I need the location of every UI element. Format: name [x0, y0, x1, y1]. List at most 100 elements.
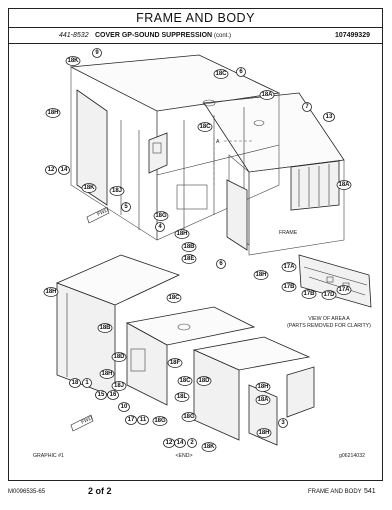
- callout-balloon: [58, 165, 70, 175]
- callout-5: 5: [121, 202, 131, 212]
- callout-text: 18F: [170, 360, 181, 366]
- callout-6: 6: [236, 67, 246, 77]
- callout-balloon: [125, 415, 137, 425]
- callout-17: 17: [125, 415, 137, 425]
- callout-text: 14: [177, 440, 184, 446]
- callout-text: 18G: [154, 418, 166, 424]
- callout-text: 18D: [113, 354, 125, 360]
- callout-balloon: [45, 108, 61, 118]
- callout-balloon: [153, 211, 169, 221]
- callout-balloon: [174, 392, 190, 402]
- view-a-caption-1: VIEW OF AREA A: [308, 316, 350, 322]
- callout-18h: 18H: [255, 382, 271, 392]
- callout-text: 18H: [47, 110, 58, 116]
- callout-balloon: [301, 289, 317, 299]
- callout-text: 18H: [45, 289, 56, 295]
- callout-text: 3: [281, 420, 285, 426]
- callout-text: 12: [166, 440, 173, 446]
- callout-text: 18A: [338, 182, 350, 188]
- part-header-bar: 441-8532 COVER GP-SOUND SUPPRESSION (con…: [8, 28, 383, 44]
- callout-text: 18H: [257, 384, 268, 390]
- callout-balloon: [181, 412, 197, 422]
- callout-balloon: [255, 382, 271, 392]
- callout-18c: 18C: [197, 122, 213, 132]
- callout-text: 18D: [198, 378, 210, 384]
- callout-balloon: [81, 183, 97, 193]
- callout-text: 16: [110, 392, 117, 398]
- callout-text: 4: [158, 224, 162, 230]
- callout-17b: 17B: [301, 289, 317, 299]
- lower-mid-panel: [126, 322, 168, 406]
- callout-text: 6: [219, 261, 223, 267]
- callout-balloon: [302, 102, 312, 112]
- callout-balloon: [201, 442, 217, 452]
- callout-12: 12: [163, 438, 175, 448]
- doc-number: M0096535-65: [8, 489, 46, 495]
- callout-15: 15: [95, 390, 107, 400]
- callout-balloon: [97, 323, 113, 333]
- page-number: 541: [364, 488, 376, 495]
- lower-control-box: [130, 348, 146, 372]
- fwd-label-upper: FWD: [96, 207, 109, 218]
- callout-18: 18: [69, 378, 81, 388]
- callout-balloon: [253, 270, 269, 280]
- callout-11: 11: [137, 415, 149, 425]
- lower-assembly: FWD: [55, 254, 315, 446]
- callout-17d: 17D: [321, 290, 337, 300]
- callout-text: 18H: [176, 231, 187, 237]
- callout-text: 9: [95, 50, 99, 56]
- callout-18j: 18J: [109, 186, 125, 196]
- callout-balloon: [174, 438, 186, 448]
- callout-18k: 18K: [201, 442, 217, 452]
- callout-balloon: [43, 287, 59, 297]
- callout-balloon: [323, 112, 335, 122]
- callout-balloon: [174, 229, 190, 239]
- callout-text: 18G: [155, 213, 167, 219]
- callout-balloon: [92, 48, 102, 58]
- view-a-caption-2: (PARTS REMOVED FOR CLARITY): [287, 323, 371, 329]
- callout-balloon: [336, 285, 352, 295]
- callout-balloon: [155, 222, 165, 232]
- fwd-arrow-lower: [70, 414, 94, 432]
- callout-balloon: [336, 180, 352, 190]
- callout-layer: 9 18K 18C 6 18A 7 1 3 18H 18C 12 14 18K 18J 5 18G 4 18H 18…: [43, 48, 352, 452]
- exploded-view-drawing: A FWD VIEW OF AREA A (PARTS REMOVED FOR …: [33, 48, 372, 459]
- callout-18g: 18G: [152, 416, 168, 426]
- footer-section: FRAME AND BODY: [308, 489, 362, 495]
- callout-balloon: [256, 428, 272, 438]
- callout-text: 5: [124, 204, 128, 210]
- callout-text: 17B: [303, 291, 315, 297]
- callout-text: 18H: [258, 430, 269, 436]
- page-of: 2 of 2: [88, 486, 112, 496]
- callout-18d: 18D: [196, 376, 212, 386]
- page-title: FRAME AND BODY: [8, 8, 383, 28]
- callout-7: 7: [302, 102, 312, 112]
- callout-text: 10: [121, 404, 128, 410]
- callout-12: 12: [45, 165, 57, 175]
- callout-text: 18B: [183, 244, 195, 250]
- callout-18c: 18C: [177, 376, 193, 386]
- callout-text: 2: [190, 440, 194, 446]
- callout-text: 17: [128, 417, 135, 423]
- callout-balloon: [152, 416, 168, 426]
- callout-balloon: [166, 293, 182, 303]
- access-door: [226, 179, 248, 251]
- callout-text: 18A: [257, 397, 269, 403]
- callout-balloon: [187, 438, 197, 448]
- callout-balloon: [181, 242, 197, 252]
- callout-balloon: [216, 259, 226, 269]
- callout-18k: 18K: [65, 56, 81, 66]
- callout-text: 6: [239, 69, 243, 75]
- callout-balloon: [177, 376, 193, 386]
- callout-text: 18K: [203, 444, 215, 450]
- callout-1: 1: [82, 378, 92, 388]
- callout-18k: 18K: [81, 183, 97, 193]
- callout-17a: 17A: [336, 285, 352, 295]
- callout-balloon: [111, 352, 127, 362]
- callout-18a: 18A: [259, 90, 275, 100]
- callout-text: 18C: [179, 378, 191, 384]
- callout-text: 18J: [114, 383, 124, 389]
- end-label: <END>: [175, 453, 192, 459]
- callout-18g: 18G: [153, 211, 169, 221]
- callout-balloon: [278, 418, 288, 428]
